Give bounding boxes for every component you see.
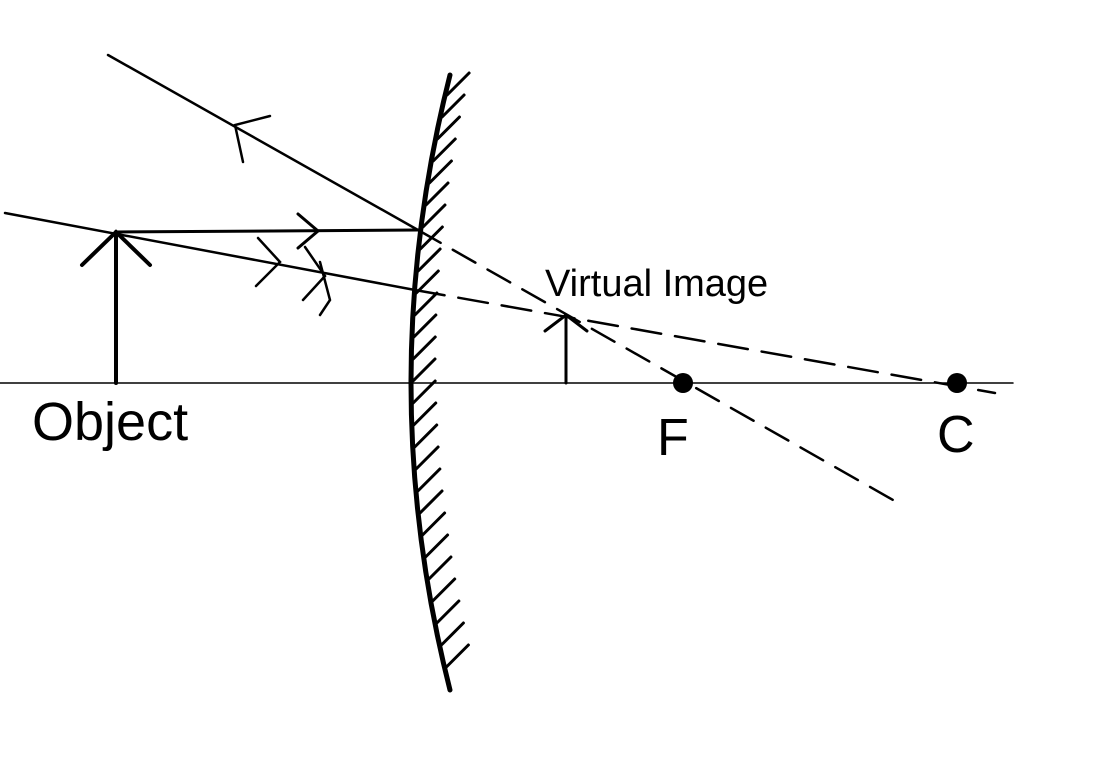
object-arrow (80, 229, 152, 385)
hatch-line (416, 467, 442, 493)
virtual-image-arrow (543, 313, 589, 385)
object-label: Object (32, 392, 188, 452)
focus-label: F (657, 409, 689, 467)
hatch-line (440, 93, 466, 119)
center-point (947, 373, 967, 393)
hatch-line (427, 159, 453, 185)
center-label: C (937, 406, 975, 464)
virtual-image-label: Virtual Image (545, 263, 768, 305)
hatch-line (416, 247, 442, 273)
hatch-line (411, 357, 437, 383)
mirror-hatching (411, 71, 471, 669)
hatch-line (412, 313, 438, 339)
hatch-line (445, 71, 471, 97)
hatch-line (431, 137, 457, 163)
hatch-line (412, 401, 438, 427)
hatch-line (411, 335, 437, 361)
hatch-line (444, 643, 470, 669)
hatch-line (414, 445, 440, 471)
hatch-line (421, 511, 447, 537)
hatch-line (424, 181, 450, 207)
hatch-line (413, 423, 439, 449)
reflected-ray-1 (106, 53, 420, 232)
incident-ray-parallel (114, 212, 420, 250)
hatch-line (411, 379, 437, 405)
virtual-ray-to-center (413, 288, 997, 395)
hatch-line (439, 621, 465, 647)
hatch-line (418, 489, 444, 515)
hatch-line (435, 115, 461, 141)
hatch-line (427, 555, 453, 581)
convex-mirror (408, 72, 453, 693)
hatch-line (431, 577, 457, 603)
hatch-line (435, 599, 461, 625)
incident-ray-to-center (3, 211, 417, 317)
focus-point (673, 373, 693, 393)
hatch-line (421, 203, 447, 229)
hatch-line (414, 269, 440, 295)
hatch-line (413, 291, 439, 317)
hatch-line (424, 533, 450, 559)
virtual-ray-to-focus (416, 228, 895, 502)
